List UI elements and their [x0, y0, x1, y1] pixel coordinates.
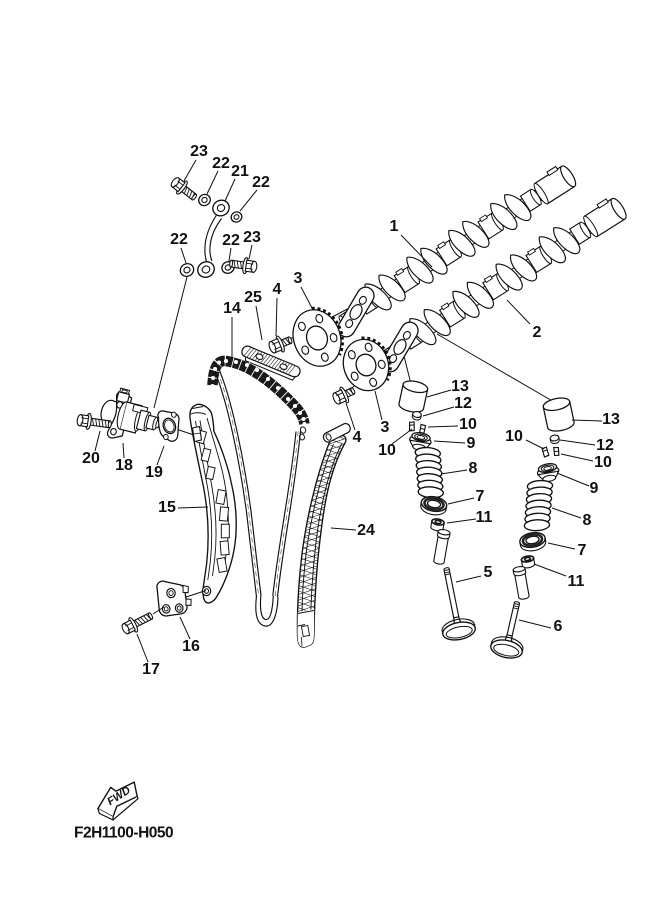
svg-text:F2H1100-H050: F2H1100-H050: [74, 825, 173, 842]
svg-text:15: 15: [158, 499, 176, 516]
svg-text:14: 14: [223, 300, 241, 317]
svg-text:1: 1: [390, 218, 399, 235]
svg-text:3: 3: [381, 419, 390, 436]
svg-text:4: 4: [273, 281, 282, 298]
svg-text:12: 12: [454, 395, 472, 412]
svg-text:22: 22: [252, 174, 270, 191]
svg-text:8: 8: [583, 512, 592, 529]
svg-text:22: 22: [222, 232, 240, 249]
svg-text:17: 17: [142, 661, 160, 678]
svg-text:24: 24: [357, 522, 375, 539]
svg-text:9: 9: [590, 480, 599, 497]
svg-text:7: 7: [578, 542, 587, 559]
svg-text:10: 10: [378, 442, 396, 459]
svg-text:10: 10: [594, 454, 612, 471]
svg-text:11: 11: [568, 573, 585, 590]
svg-text:13: 13: [451, 378, 469, 395]
svg-text:4: 4: [353, 429, 362, 446]
svg-text:8: 8: [469, 460, 478, 477]
svg-text:6: 6: [554, 618, 563, 635]
svg-text:7: 7: [476, 488, 485, 505]
svg-text:23: 23: [243, 229, 261, 246]
svg-text:18: 18: [115, 457, 133, 474]
svg-text:21: 21: [231, 163, 249, 180]
svg-text:9: 9: [467, 435, 476, 452]
svg-text:11: 11: [476, 509, 493, 526]
svg-text:22: 22: [212, 155, 230, 172]
svg-text:12: 12: [596, 437, 614, 454]
svg-text:10: 10: [505, 428, 523, 445]
svg-text:2: 2: [533, 324, 542, 341]
svg-text:13: 13: [602, 411, 620, 428]
svg-text:5: 5: [484, 564, 493, 581]
svg-text:23: 23: [190, 143, 208, 160]
svg-text:25: 25: [244, 289, 262, 306]
svg-text:22: 22: [170, 231, 188, 248]
svg-text:16: 16: [182, 638, 200, 655]
svg-text:19: 19: [145, 464, 163, 481]
svg-text:3: 3: [294, 270, 303, 287]
svg-text:20: 20: [82, 450, 100, 467]
svg-text:10: 10: [459, 416, 477, 433]
